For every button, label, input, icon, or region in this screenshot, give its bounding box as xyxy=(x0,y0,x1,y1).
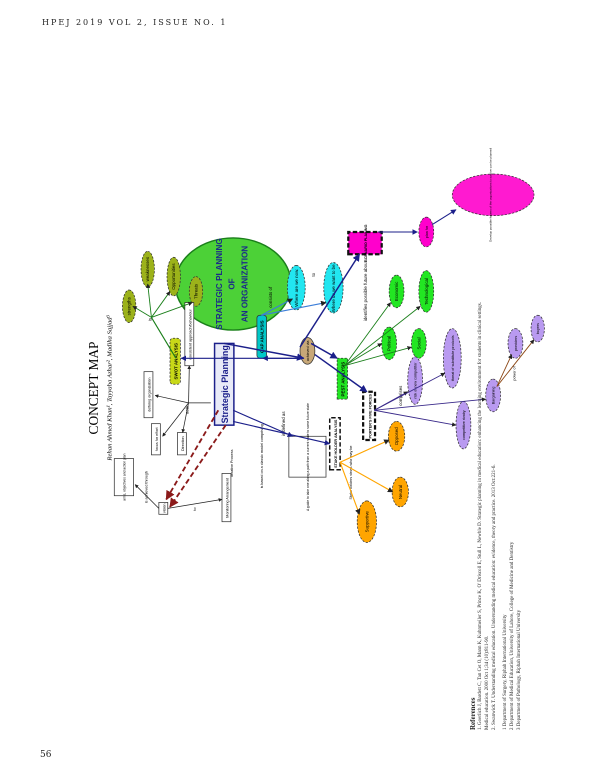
bargaining-node xyxy=(485,378,501,413)
pest-label: PEST ANALYSIS xyxy=(341,362,346,397)
center-label: Strategic Planning xyxy=(220,345,230,423)
bargaining-label: Bargaining xyxy=(492,387,496,405)
to2-label: to xyxy=(193,507,197,510)
is-label: is xyxy=(147,317,152,321)
strengths-label: strengths xyxy=(127,296,132,315)
stakeholder-label: STAKE HOLDER ANALYSIS xyxy=(334,419,338,468)
weaknesses-label: weaknesses xyxy=(145,256,150,281)
plan-for-label: plan for xyxy=(425,225,429,238)
comprises-label: comprises xyxy=(398,385,403,406)
threats-node xyxy=(188,276,204,307)
authors: Rehan Ahmed Khan¹, Tayyaba Azhar², Madih… xyxy=(106,314,113,461)
defining-node xyxy=(143,371,154,419)
scenario-node xyxy=(347,230,383,256)
buyers-node xyxy=(530,314,545,343)
threat-sub-label: threat of substitute products xyxy=(451,335,455,381)
gap-label: GAP ANALYSIS xyxy=(260,320,265,353)
monitoring-node xyxy=(221,473,232,523)
references-heading: References xyxy=(469,697,477,730)
big-title-line1: STRATEGIC PLANNING xyxy=(215,238,224,329)
reference-item: 1. Goerlich J, Bardett C, Tan Cet O, Man… xyxy=(478,301,483,730)
guide-label: A guide to take one along a path from a … xyxy=(306,403,310,511)
where-now-label: Where are we now. xyxy=(294,269,299,307)
buyers-label: buyers xyxy=(536,323,540,334)
references-block: References 1. Goerlich J, Bardett C, Tan… xyxy=(469,40,523,730)
economic-node xyxy=(388,274,405,309)
affiliation-item: 2 Department of Medical Education, Unive… xyxy=(510,541,515,730)
big-title-line2: OF xyxy=(228,278,237,289)
defined-as-label: is defined as xyxy=(281,411,286,437)
consists-of-label: consists of xyxy=(268,286,273,308)
political-label: Political xyxy=(387,336,392,351)
connector-lines xyxy=(132,209,535,515)
weaknesses-node xyxy=(140,250,155,288)
threats-label: Threats xyxy=(193,283,198,299)
neutral-node xyxy=(391,476,409,508)
aims-label: aims, objectives and action plan xyxy=(122,453,126,500)
risk-new-label: risk of new competitor xyxy=(414,362,418,399)
develop-node xyxy=(451,173,535,217)
iterative-label: Iterative Process xyxy=(230,449,234,477)
concept-map-page: CONCEPT MAP Rehan Ahmed Khan¹, Tayyaba A… xyxy=(40,38,560,738)
providers-label: providers xyxy=(514,336,518,351)
providers-node xyxy=(507,328,524,359)
porter-node xyxy=(362,390,377,442)
guide-node xyxy=(288,435,327,478)
reference-item: Medical education. 2000 Oct 1;34 (10):81… xyxy=(485,635,490,730)
opportunities-label: Opportunities xyxy=(171,263,176,290)
supportive-node xyxy=(356,500,377,543)
identifies-label: identifies possible future about xyxy=(363,260,368,321)
plan-for-node xyxy=(418,216,435,248)
achieved-via-label: achieved via xyxy=(306,340,310,362)
opportunities-node xyxy=(166,256,181,297)
concept-map: CONCEPT MAP Rehan Ahmed Khan¹, Tayyaba A… xyxy=(86,148,545,543)
aims-node xyxy=(113,458,134,497)
consistent-label: consistent approach/behaviour xyxy=(189,309,193,360)
threat-sub-node xyxy=(443,328,462,389)
running-header: HPEJ 2019 VOL 2, ISSUE NO. 1 xyxy=(42,18,228,27)
social-node xyxy=(411,328,427,359)
big-title-line3: AN ORGANIZATION xyxy=(240,246,249,323)
develop-label: Develop possible futures of the organiza… xyxy=(489,148,493,242)
focus-node xyxy=(151,423,161,456)
economic-label: Economic xyxy=(394,281,399,301)
direction-label: Direction xyxy=(181,436,185,451)
technological-node xyxy=(418,270,435,313)
focus-label: focus for effort xyxy=(155,427,159,451)
title: CONCEPT MAP xyxy=(86,342,101,435)
based-on-label: is based on a classic model comprising xyxy=(260,424,264,488)
stakeholder-node xyxy=(328,416,341,471)
page-number: 56 xyxy=(40,750,52,760)
swot-label: SWOT ANALYSIS xyxy=(173,343,178,379)
reference-item: 2. Swanwick T. Understanding medical edu… xyxy=(492,464,497,730)
competitive-label: competitive rivalry xyxy=(462,410,466,440)
social-label: Social xyxy=(416,337,421,349)
achieved-through-label: is achieved through xyxy=(145,471,149,503)
affiliation-item: 3 Department of Pathology, Riphah Intern… xyxy=(517,609,522,730)
neutral-label: Neutral xyxy=(398,485,403,499)
scenario-label: SCENARIO PLANING xyxy=(364,224,368,261)
porter-label: PORTER'S FIVE FORCES xyxy=(368,393,372,438)
monitoring-label: Monitoring Arrangement xyxy=(226,478,230,518)
affiliation-item: 1 Department of Surgery, Riphah Internat… xyxy=(503,614,508,730)
defining-label: defining organization xyxy=(148,378,152,412)
where-want-node xyxy=(323,262,344,314)
views-label: Stake holders views who may be xyxy=(349,445,353,499)
risk-new-node xyxy=(407,356,423,405)
opposed-node xyxy=(388,421,406,452)
to-label: to xyxy=(311,272,316,276)
vision-label: vision xyxy=(163,504,167,513)
opposed-label: Opposed xyxy=(394,427,399,446)
supportive-label: Supportive xyxy=(364,511,369,533)
swot-node xyxy=(169,337,181,385)
where-want-label: Where do we want to be. xyxy=(331,263,336,312)
power-of-label: power of xyxy=(512,365,516,380)
technological-label: Technological xyxy=(424,278,429,305)
